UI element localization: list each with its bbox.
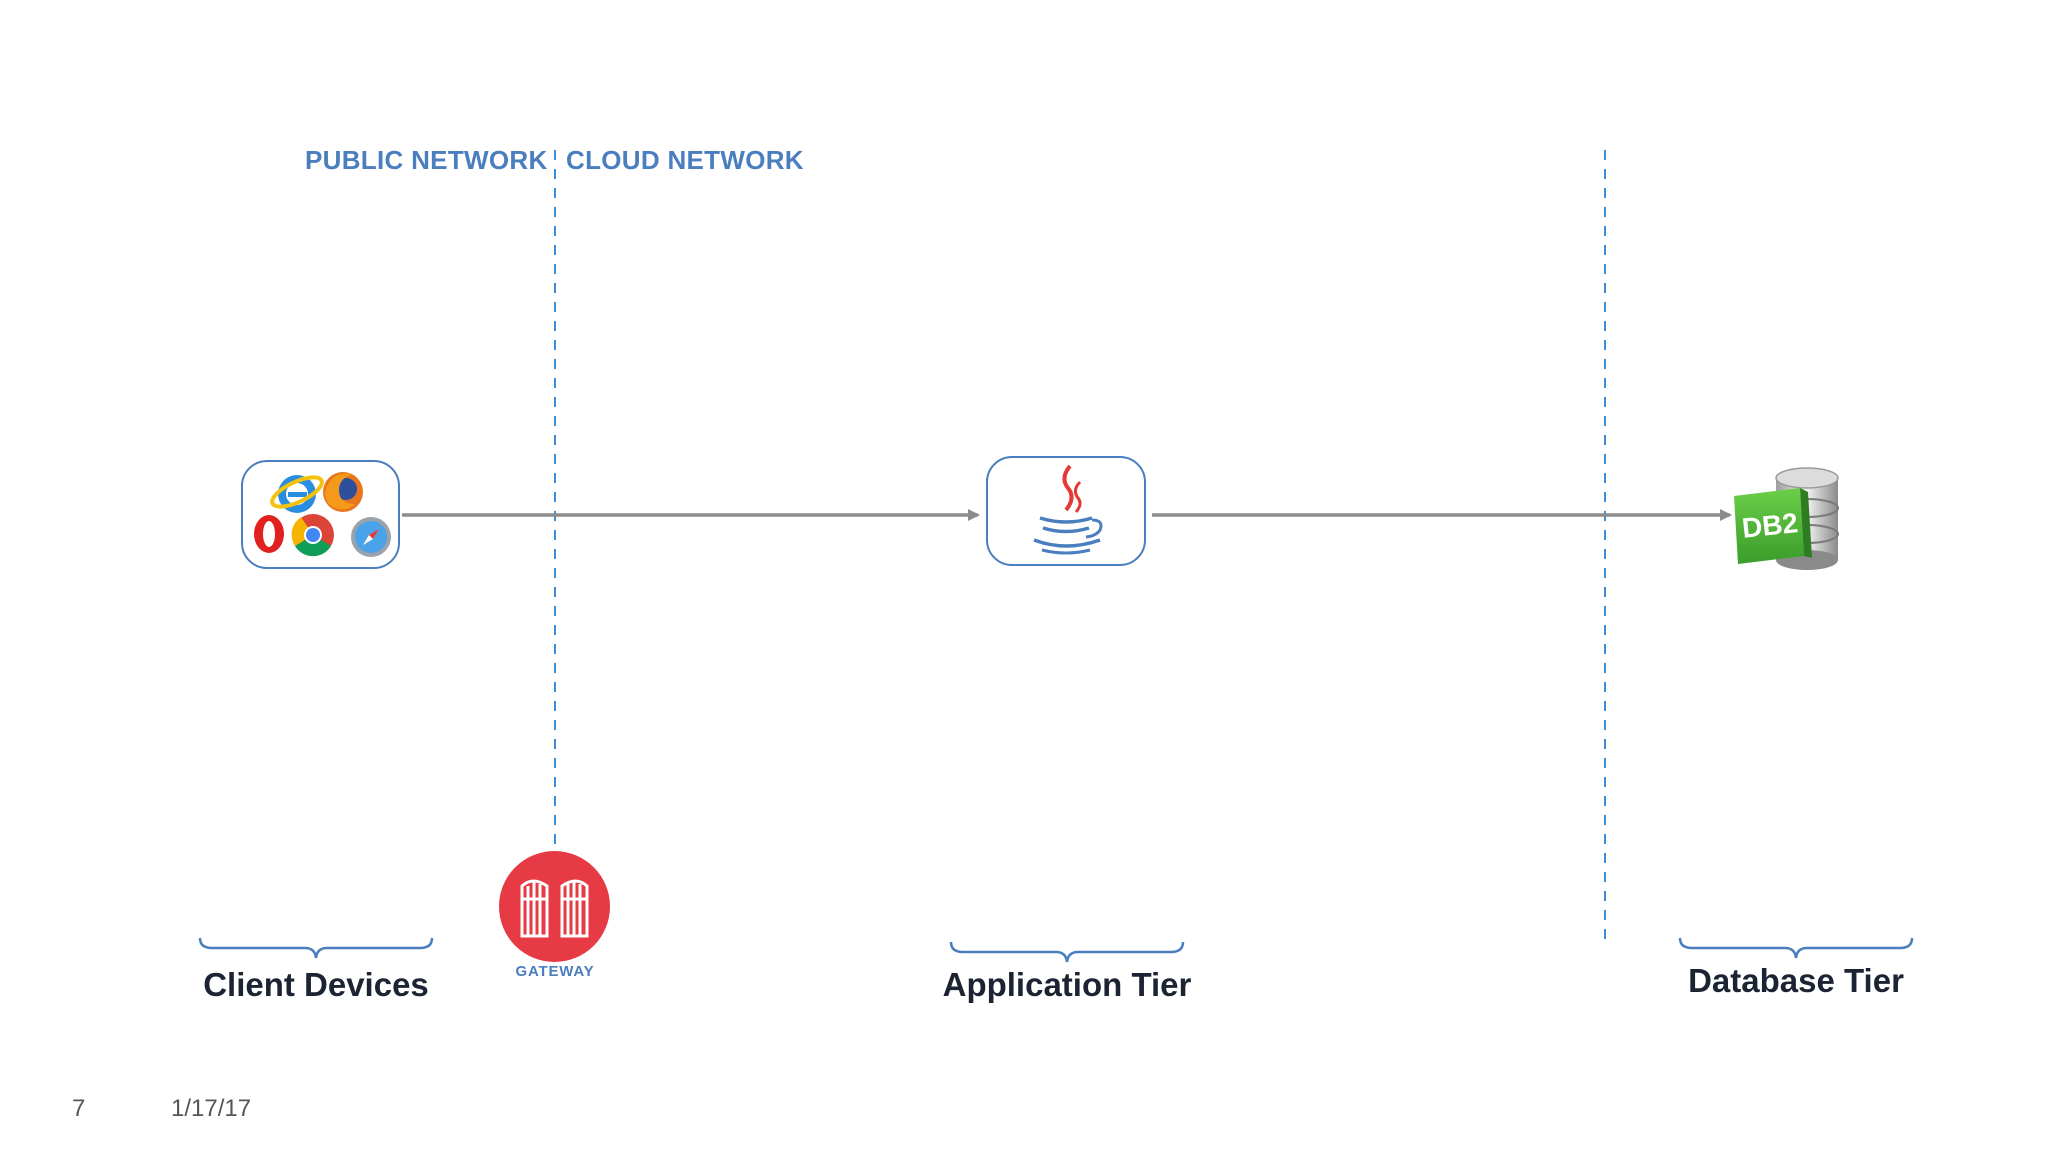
cloud-network-label: CLOUD NETWORK [566,145,804,175]
safari-icon [351,517,391,557]
application-tier-label: Application Tier [942,966,1192,1003]
browsers-icon [254,472,391,557]
db2-database-icon [1734,467,1839,570]
chrome-icon [291,514,334,557]
public-network-label: PUBLIC NETWORK [305,145,548,175]
slide-date: 1/17/17 [171,1095,252,1122]
firefox-icon [323,472,363,512]
client-devices-node[interactable] [241,460,400,569]
java-icon [1033,464,1103,555]
slide-number: 7 [72,1095,86,1122]
opera-icon [254,515,284,553]
gateway-label: GATEWAY [515,963,595,980]
database-node[interactable]: DB2 [1730,466,1856,578]
client-brace [198,937,434,959]
gateway-node[interactable] [499,851,610,962]
application-tier-node[interactable] [986,456,1146,566]
client-devices-label: Client Devices [203,966,429,1003]
database-tier-label: Database Tier [1688,962,1904,999]
gate-icon [520,879,589,938]
app-brace [949,941,1185,963]
db2-badge-text: DB2 [1740,507,1800,544]
internet-explorer-icon [270,475,324,513]
db-brace [1678,937,1914,959]
